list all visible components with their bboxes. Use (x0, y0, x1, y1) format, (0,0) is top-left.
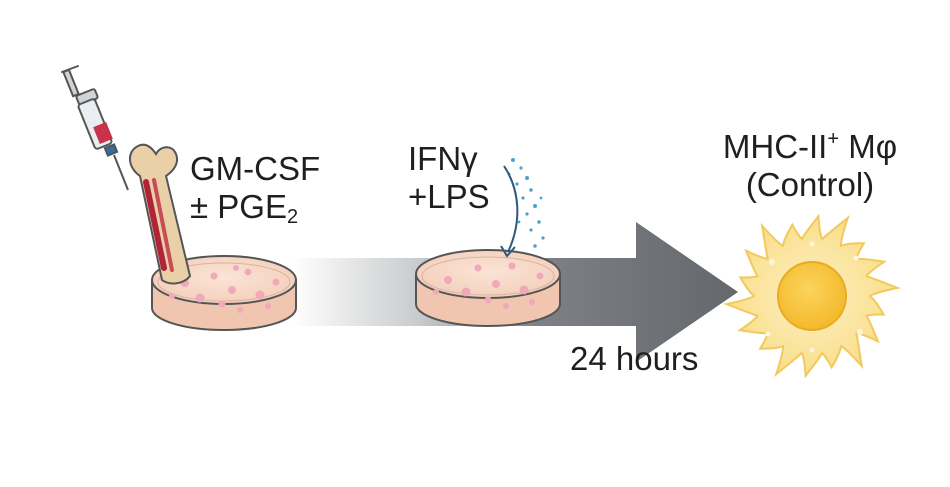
cell-spots (433, 262, 544, 309)
macrophage-icon (722, 213, 902, 379)
petri-dish-icon (151, 255, 297, 331)
result-label: MHC-II+ Mφ (Control) (690, 120, 930, 204)
step2-label: IFNγ +LPS (408, 140, 490, 216)
step1-label: GM-CSF ± PGE2 (190, 150, 320, 236)
syringe-icon (61, 65, 129, 191)
result-line1-suffix: Mφ (839, 128, 898, 165)
step1-line2: ± PGE2 (190, 188, 320, 236)
result-line1-superscript: + (827, 128, 840, 150)
step2-line2: +LPS (408, 178, 490, 215)
step1-line2-prefix: ± PGE (190, 188, 287, 225)
step1-line1: GM-CSF (190, 150, 321, 187)
bone-icon (129, 143, 192, 285)
duration-label: 24 hours (570, 340, 699, 377)
cell-spots (169, 265, 280, 313)
result-line1-prefix: MHC-II (722, 128, 828, 165)
result-line1: MHC-II+ Mφ (690, 120, 930, 166)
step1-line2-subscript: 2 (286, 206, 299, 228)
petri-dish-icon (415, 249, 561, 327)
step2-line1: IFNγ (408, 140, 478, 177)
stimulus-droplets-icon (500, 158, 545, 258)
result-line2: (Control) (745, 166, 875, 203)
